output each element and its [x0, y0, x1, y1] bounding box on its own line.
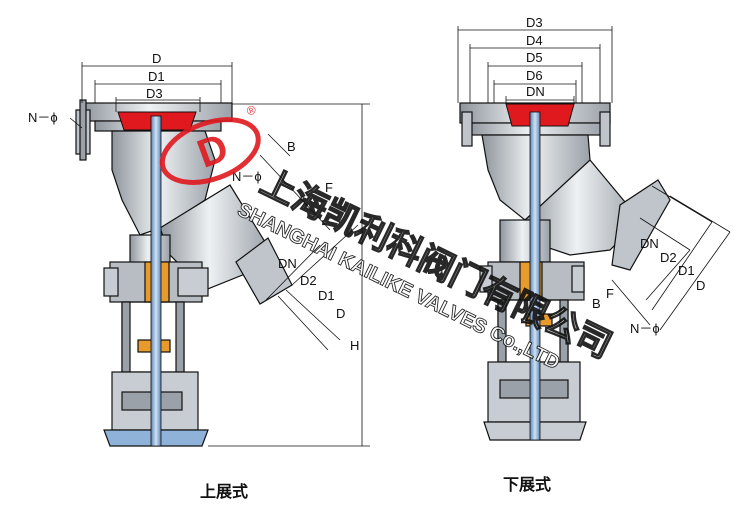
- right-label-DN: DN: [526, 84, 545, 99]
- left-caption: 上展式: [200, 482, 249, 501]
- left-label-H: H: [350, 338, 359, 353]
- left-valve: [75, 99, 293, 447]
- right-label-D2: D2: [660, 250, 677, 265]
- right-label-F: F: [606, 286, 614, 301]
- left-dim-labels: D D1 D3 N－ϕ H B F N－ϕ DN D2 D1 D: [28, 51, 359, 353]
- right-dim-labels: D3 D4 D5 D6 DN DN D2 D1 D B F N－ϕ: [526, 15, 705, 336]
- right-dimensions: [457, 26, 731, 331]
- left-label-N-phi: N－ϕ: [28, 110, 58, 125]
- right-caption: 下展式: [503, 475, 552, 494]
- left-label-B: B: [287, 139, 296, 154]
- right-stem: [529, 111, 541, 441]
- right-label-D3: D3: [526, 15, 543, 30]
- left-label-DN: DN: [278, 256, 297, 271]
- left-label-D1: D1: [148, 69, 165, 84]
- right-label-D: D: [696, 278, 705, 293]
- right-label-N-phi: N－ϕ: [630, 321, 660, 336]
- right-label-B: B: [592, 296, 601, 311]
- right-label-DN-branch: DN: [640, 236, 659, 251]
- left-label-F: F: [325, 180, 333, 195]
- right-label-D4: D4: [526, 33, 543, 48]
- right-label-D1: D1: [678, 263, 695, 278]
- watermark-registered-mark: ®: [245, 102, 258, 118]
- left-label-N-phi-branch: N－ϕ: [232, 169, 262, 184]
- left-label-D-branch: D: [336, 306, 345, 321]
- left-dimensions: [69, 62, 370, 447]
- left-label-D3: D3: [146, 86, 163, 101]
- right-label-D6: D6: [526, 68, 543, 83]
- left-stem: [150, 115, 162, 447]
- right-branch-flange: [611, 179, 671, 271]
- left-label-D1-branch: D1: [318, 288, 335, 303]
- left-label-D: D: [152, 51, 161, 66]
- left-label-D2: D2: [300, 273, 317, 288]
- right-label-D5: D5: [526, 50, 543, 65]
